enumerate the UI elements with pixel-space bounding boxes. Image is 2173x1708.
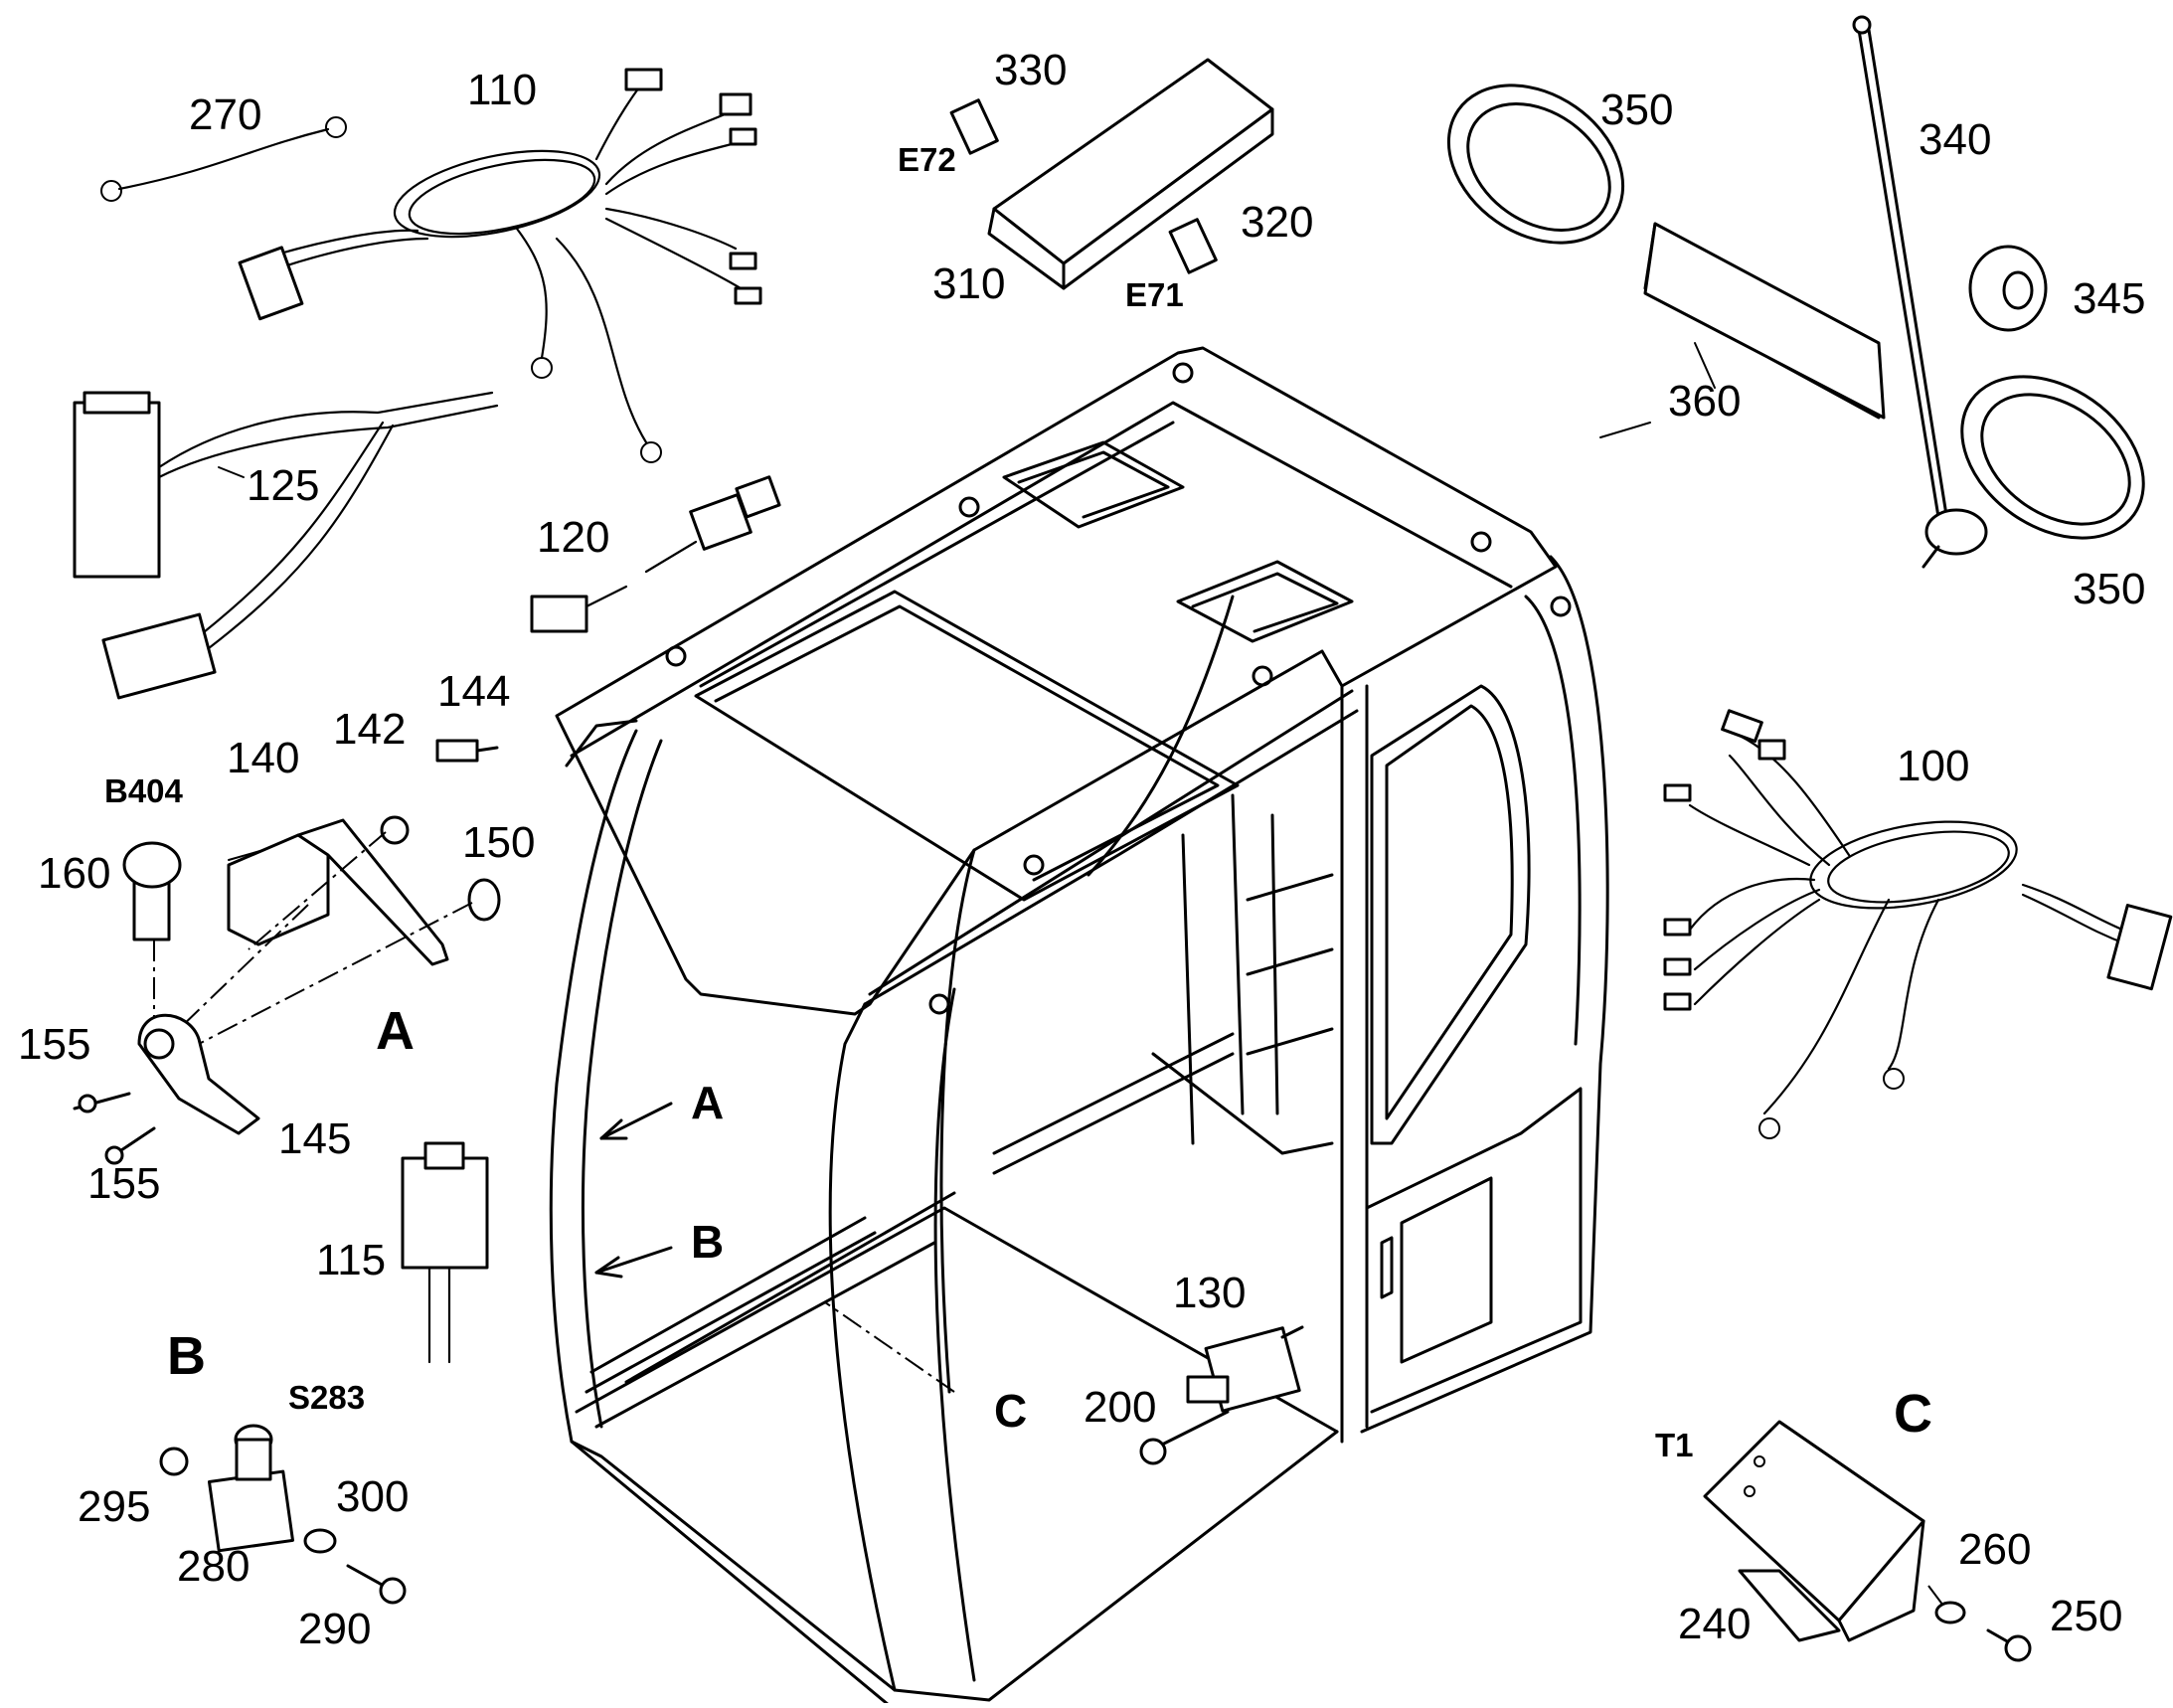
code-e72: E72 (898, 141, 956, 178)
callout-150: 150 (462, 818, 535, 867)
detail-label-c: C (1894, 1384, 1932, 1444)
callout-360: 360 (1668, 377, 1741, 426)
part-345-grommet (1968, 245, 2048, 332)
detail-label-a: A (376, 1001, 415, 1061)
callout-310: 310 (932, 259, 1005, 308)
pointer-arrows (594, 1102, 955, 1393)
callout-140: 140 (227, 734, 299, 782)
part-120-connector (530, 475, 781, 633)
callout-340: 340 (1919, 115, 1991, 164)
callout-120: 120 (537, 513, 609, 562)
part-115-sensor (401, 1141, 489, 1364)
callout-290: 290 (298, 1605, 371, 1653)
callout-160: 160 (38, 849, 110, 898)
callout-320: 320 (1241, 198, 1313, 247)
part-340-antenna (1852, 15, 1988, 569)
pointer-label-c: C (994, 1385, 1027, 1437)
callout-142: 142 (333, 705, 406, 754)
callout-330: 330 (994, 46, 1067, 94)
part-360-panel (1643, 222, 1886, 420)
callout-350-top: 350 (1600, 85, 1673, 134)
callout-200: 200 (1084, 1383, 1156, 1432)
part-310-dome-light (949, 58, 1274, 290)
callout-345: 345 (2073, 274, 2145, 323)
code-s283: S283 (288, 1379, 365, 1416)
callout-155-lower: 155 (87, 1159, 160, 1208)
part-270-ground-wire (100, 116, 347, 202)
callout-125: 125 (247, 461, 319, 510)
detail-label-b: B (167, 1326, 206, 1386)
part-110-harness (238, 68, 762, 463)
pointer-label-a: A (691, 1077, 724, 1128)
part-130-door-switch (1139, 1325, 1304, 1465)
callout-350-bottom: 350 (2073, 565, 2145, 613)
callout-270: 270 (189, 90, 261, 139)
callout-144: 144 (437, 667, 510, 716)
part-350-speaker-ring-bottom (1960, 375, 2145, 540)
callout-240: 240 (1678, 1600, 1751, 1648)
code-t1: T1 (1655, 1427, 1694, 1463)
code-e71: E71 (1125, 276, 1184, 313)
callout-260: 260 (1958, 1525, 2031, 1574)
detail-c-converter (1703, 1420, 2032, 1662)
designation-codes: B404 S283 E71 E72 T1 (104, 141, 1694, 1463)
callout-130: 130 (1173, 1269, 1246, 1317)
callout-110: 110 (467, 66, 537, 114)
part-100-harness (1663, 709, 2173, 1139)
callout-100: 100 (1897, 742, 1969, 790)
leader-lines (218, 342, 1716, 861)
callout-300: 300 (336, 1472, 409, 1521)
callout-280: 280 (177, 1542, 250, 1591)
detail-a-assembly (73, 739, 501, 1165)
callout-155-upper: 155 (18, 1020, 90, 1069)
callout-295: 295 (78, 1482, 150, 1531)
code-b404: B404 (104, 772, 184, 809)
cab-frame (549, 346, 1609, 1708)
pointer-label-b: B (691, 1216, 724, 1268)
callout-labels: 100 110 115 120 125 130 140 142 144 145 … (18, 46, 2145, 1653)
callout-250: 250 (2050, 1592, 2122, 1640)
callout-145: 145 (278, 1114, 351, 1163)
callout-115: 115 (316, 1236, 386, 1284)
part-350-speaker-ring-top (1446, 84, 1625, 245)
part-125-harness (73, 391, 499, 700)
detail-letters: A B C A B C (167, 1001, 1932, 1444)
detail-b-switch (159, 1424, 407, 1605)
